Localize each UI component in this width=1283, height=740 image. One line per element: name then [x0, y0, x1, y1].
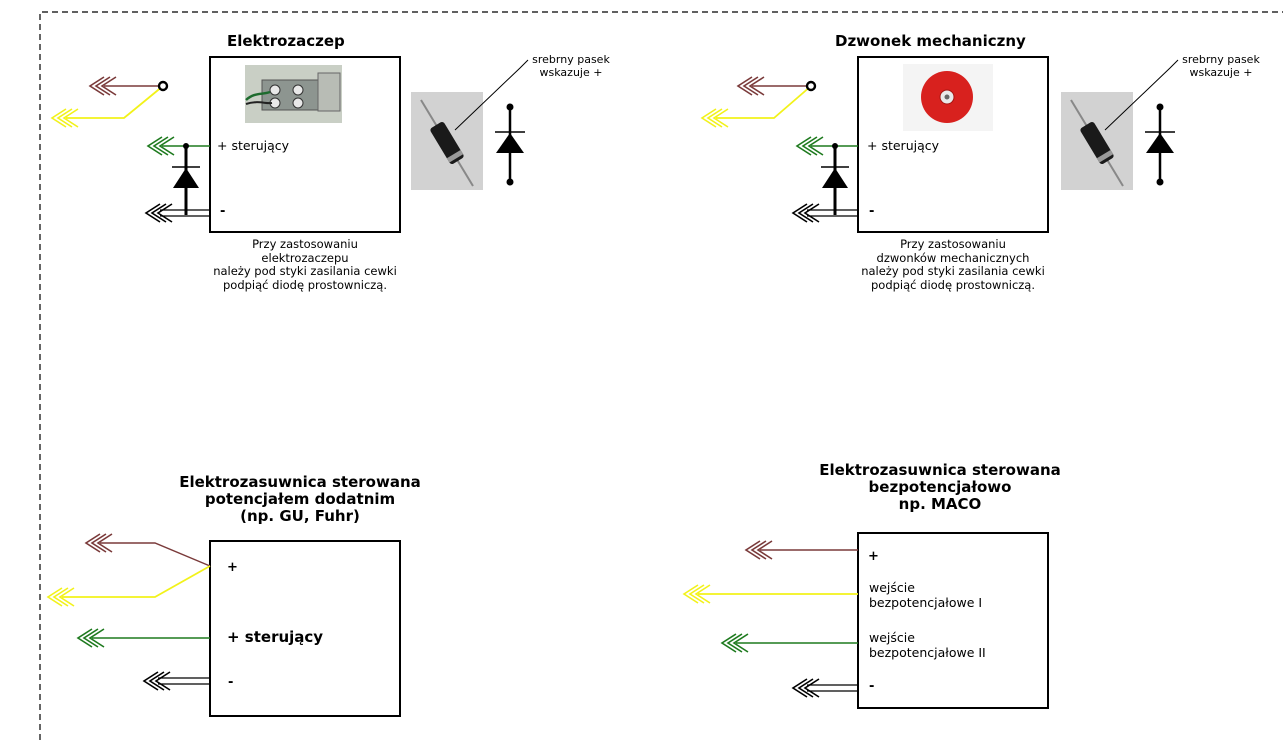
lock-pf-title-line-1: Elektrozasuwnica sterowana: [819, 461, 1061, 479]
lock-positive-title-line-1: Elektrozasuwnica sterowana: [179, 473, 421, 491]
lock-positive-title-line-2: potencjałem dodatnim: [204, 490, 396, 508]
lock-positive-wire-black: [143, 671, 210, 691]
lock-positive-title-line-3: (np. GU, Fuhr): [240, 507, 360, 525]
strike-diagram: [51, 56, 529, 233]
bell-diagram: [701, 56, 1179, 233]
bell-title: Dzwonek mechaniczny: [835, 32, 1026, 50]
bell-note-line-4: podpiąć diodę prostowniczą.: [870, 277, 1035, 292]
bell-wire-brown: [737, 76, 811, 96]
strike-pointer-line: [454, 59, 529, 131]
strike-terminal: [157, 80, 169, 92]
strike-wire-brown: [89, 76, 163, 96]
lock-positive-wire-green: [77, 628, 210, 648]
bell-diode-hint: srebrny pasek wskazuje +: [1171, 53, 1271, 79]
bell-diode-photo: [1061, 92, 1133, 190]
bell-diode-symbol: [821, 143, 849, 215]
lock-pf-wire-brown: [745, 540, 858, 560]
bell-terminal: [805, 80, 817, 92]
lock-pf-title-line-2: bezpotencjałowo: [868, 478, 1012, 496]
lock-pf-pin-input1-line-1: wejście: [869, 580, 915, 595]
bell-wire-green: [796, 136, 858, 156]
lock-pf-pin-input1: wejście bezpotencjałowe I: [869, 580, 982, 610]
lock-potential-free-device-box: [857, 532, 1049, 709]
bell-note-line-1: Przy zastosowaniu: [900, 237, 1006, 251]
lock-positive-wire-yellow: [47, 565, 211, 607]
bell-pin-minus: -: [869, 204, 875, 219]
lock-pf-pin-input2-line-1: wejście: [869, 630, 915, 645]
bell-wire-black: [792, 203, 858, 223]
bell-wire-yellow: [701, 85, 812, 128]
strike-diode-hint-line-2: wskazuje +: [539, 66, 603, 79]
strike-wire-yellow: [51, 85, 164, 128]
lock-positive-device-box: [209, 540, 401, 717]
strike-note: Przy zastosowaniu elektrozaczepu należy …: [190, 237, 420, 292]
lock-positive-pin-control: + sterujący: [227, 628, 324, 646]
bell-note-line-3: należy pod styki zasilania cewki: [861, 264, 1045, 278]
lock-pf-pin-plus: +: [868, 549, 879, 564]
strike-pin-minus: -: [220, 204, 226, 219]
lock-positive-wire-brown: [85, 533, 211, 567]
lock-pf-wire-yellow: [683, 584, 858, 604]
strike-photo: [245, 65, 342, 123]
strike-note-line-4: podpiąć diodę prostowniczą.: [222, 277, 387, 292]
bell-diode-symbol-large: [1145, 103, 1175, 186]
strike-diode-hint-line-1: srebrny pasek: [532, 53, 610, 66]
strike-note-line-3: należy pod styki zasilania cewki: [213, 264, 397, 278]
strike-note-line-2: elektrozaczepu: [261, 250, 349, 265]
strike-wire-black: [145, 203, 210, 223]
lock-pf-pin-input2-line-2: bezpotencjałowe II: [869, 645, 986, 660]
strike-diode-hint: srebrny pasek wskazuje +: [521, 53, 621, 79]
strike-diode-symbol-large: [495, 103, 525, 186]
bell-photo: [903, 64, 993, 131]
strike-note-line-1: Przy zastosowaniu: [252, 237, 358, 251]
lock-positive-title: Elektrozasuwnica sterowana potencjałem d…: [150, 474, 450, 525]
strike-diode-photo: [411, 92, 483, 190]
strike-title: Elektrozaczep: [227, 32, 345, 50]
lock-pf-wire-black: [792, 678, 858, 698]
bell-diode-hint-line-1: srebrny pasek: [1182, 53, 1260, 66]
bell-note-line-2: dzwonków mechanicznych: [876, 250, 1030, 265]
lock-potential-free-diagram: [683, 532, 1049, 709]
lock-pf-wire-green: [721, 633, 858, 653]
strike-diode-symbol: [172, 143, 200, 215]
strike-wire-green: [147, 136, 210, 156]
lock-pf-title: Elektrozasuwnica sterowana bezpotencjało…: [790, 462, 1090, 513]
bell-pin-control: + sterujący: [867, 138, 940, 153]
lock-pf-pin-input1-line-2: bezpotencjałowe I: [869, 595, 983, 610]
bell-note: Przy zastosowaniu dzwonków mechanicznych…: [838, 237, 1068, 292]
lock-pf-pin-minus: -: [869, 679, 875, 694]
strike-pin-control: + sterujący: [217, 138, 290, 153]
bell-pointer-line: [1104, 59, 1179, 131]
lock-positive-pin-plus: +: [227, 560, 238, 575]
lock-pf-title-line-3: np. MACO: [898, 495, 982, 513]
lock-positive-pin-minus: -: [228, 675, 234, 690]
bell-diode-hint-line-2: wskazuje +: [1189, 66, 1253, 79]
page-frame: [39, 11, 1283, 740]
lock-pf-pin-input2: wejście bezpotencjałowe II: [869, 630, 986, 660]
lock-positive-diagram: [47, 533, 401, 717]
